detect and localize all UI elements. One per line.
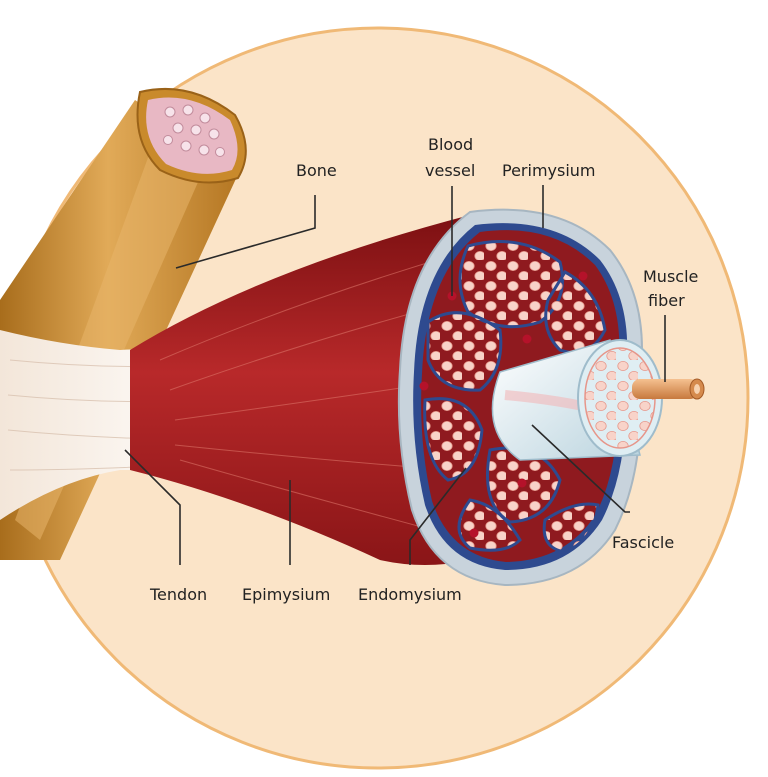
fascicle-tube	[491, 339, 663, 461]
label-epimysium: Epimysium	[242, 585, 330, 604]
leader-fascicle	[531, 424, 630, 513]
leader-lines	[124, 185, 666, 565]
leader-endomysium	[409, 467, 467, 565]
leader-bone	[175, 195, 316, 269]
label-fascicle: Fascicle	[612, 533, 674, 552]
label-endomysium: Endomysium	[358, 585, 462, 604]
label-muscle-fiber-line1: Muscle	[643, 267, 698, 286]
label-blood-vessel-line1: Blood	[428, 135, 473, 154]
fascicle-cluster	[458, 240, 564, 329]
leader-tendon	[124, 449, 181, 565]
label-tendon: Tendon	[149, 585, 207, 604]
muscle-fiber-rod	[632, 378, 705, 400]
label-bone: Bone	[296, 161, 337, 180]
label-blood-vessel-line2: vessel	[425, 161, 475, 180]
label-muscle-fiber-line2: fiber	[648, 291, 685, 310]
label-perimysium: Perimysium	[502, 161, 596, 180]
